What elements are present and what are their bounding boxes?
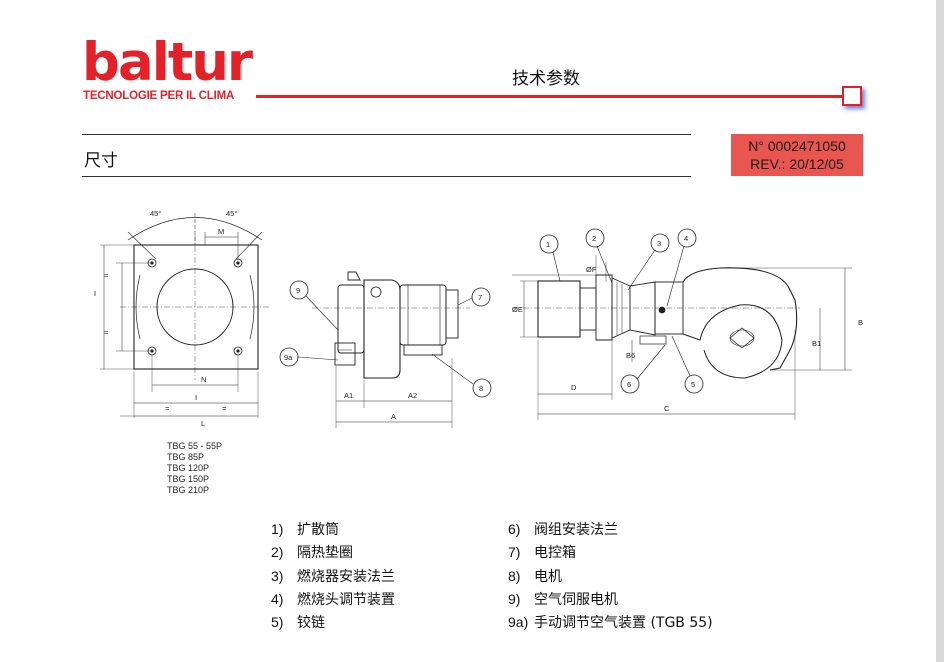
callout-7: 7 (478, 293, 482, 302)
legend-left: 1) 扩散筒 2) 隔热垫圈 3) 燃烧器安装法兰 4) 燃烧头调节装置 5) 铰链 (271, 518, 395, 634)
dim-L: L (201, 419, 205, 428)
legend-item: 2) 隔热垫圈 (271, 541, 395, 564)
legend-text: 隔热垫圈 (297, 545, 353, 562)
legend-item: 7) 电控箱 (508, 541, 713, 564)
dim-angle-right: 45° (226, 209, 237, 218)
model-item: TBG 85P (167, 452, 205, 462)
callout-9: 9 (296, 286, 300, 295)
legend-item: 3) 燃烧器安装法兰 (271, 565, 395, 588)
legend-number: 7) (508, 544, 521, 561)
dim-A2: A2 (408, 391, 417, 400)
legend-text: 电机 (534, 568, 562, 585)
callout-5: 5 (691, 380, 695, 389)
legend-item: 6) 阀组安装法兰 (508, 518, 713, 541)
dimension-drawings: 45° 45° M N I L = = I = = (94, 209, 863, 428)
legend-text: 阀组安装法兰 (534, 522, 618, 538)
dim-angle-left: 45° (150, 209, 161, 218)
legend-number: 4) (271, 590, 284, 607)
legend-number: 3) (271, 567, 284, 584)
section-rule-top (82, 134, 691, 135)
dim-eq-right: = (222, 404, 227, 413)
dim-eq-bottom: = (104, 328, 109, 337)
legend-right: 6) 阀组安装法兰 7) 电控箱 8) 电机 9) 空气伺服电机 9a) 手动调节空气装置… (508, 518, 713, 634)
legend-number: 9) (508, 590, 521, 607)
legend-number: 6) (508, 521, 521, 537)
legend-item: 8) 电机 (508, 565, 713, 588)
logo-tagline: TECNOLOGIE PER IL CLIMA (83, 90, 235, 102)
legend-text: 手动调节空气装置 (TGB 55) (534, 615, 713, 632)
dim-A1: A1 (344, 391, 353, 400)
document-number-box: N° 0002471050 REV.: 20/12/05 (731, 134, 863, 176)
header-red-rule (256, 95, 842, 98)
legend-number: 5) (271, 614, 284, 631)
dim-N: N (201, 375, 206, 384)
front-view-drawing (100, 213, 270, 418)
legend-text: 空气伺服电机 (534, 591, 618, 608)
callout-8: 8 (479, 384, 483, 393)
callout-1: 1 (546, 240, 550, 249)
callout-4: 4 (684, 234, 688, 243)
dim-OF: ØF (586, 265, 597, 274)
dim-OE: ØE (512, 305, 523, 314)
legend-text: 燃烧头调节装置 (297, 591, 395, 608)
callout-6: 6 (627, 380, 631, 389)
legend-number: 9a) (508, 614, 529, 631)
document-revision: REV.: 20/12/05 (750, 156, 844, 172)
dim-eq-top: = (104, 271, 109, 280)
dim-C: C (664, 404, 670, 413)
side-view-drawing (279, 271, 492, 428)
callout-3: 3 (657, 239, 661, 248)
legend-item: 9a) 手动调节空气装置 (TGB 55) (508, 611, 713, 634)
dim-eq-left: = (165, 404, 170, 413)
document-number: N° 0002471050 (748, 138, 846, 154)
callout-9a: 9a (284, 353, 293, 362)
legend-item: 5) 铰链 (271, 611, 395, 634)
legend-text: 铰链 (297, 615, 325, 632)
legend-number: 8) (508, 567, 521, 584)
legend-number: 1) (271, 521, 284, 537)
legend-text: 扩散筒 (297, 522, 339, 538)
legend-item: 9) 空气伺服电机 (508, 588, 713, 611)
page-edge-shadow (936, 0, 944, 662)
dim-B1: B1 (812, 339, 821, 348)
dim-I: I (195, 393, 197, 402)
dim-B6: B6 (626, 351, 635, 360)
model-item: TBG 210P (167, 485, 210, 495)
model-item: TBG 120P (167, 463, 210, 473)
model-item: TBG 55 - 55P (167, 441, 223, 451)
legend-item: 1) 扩散筒 (271, 518, 395, 541)
legend-item: 4) 燃烧头调节装置 (271, 588, 395, 611)
model-list: TBG 55 - 55P TBG 85P TBG 120P TBG 150P T… (167, 441, 222, 496)
model-item: TBG 150P (167, 474, 210, 484)
page-title: 技术参数 (512, 69, 580, 89)
dim-B: B (858, 318, 863, 327)
dim-A: A (391, 412, 396, 421)
legend-number: 2) (271, 544, 284, 561)
callout-2: 2 (592, 234, 596, 243)
plan-view-drawing (512, 228, 852, 420)
dim-D: D (571, 383, 577, 392)
section-title: 尺寸 (84, 151, 118, 171)
legend-text: 电控箱 (534, 545, 576, 562)
dim-M: M (218, 227, 224, 236)
legend-text: 燃烧器安装法兰 (297, 568, 395, 585)
section-rule-bottom (82, 176, 691, 177)
header-square-marker (842, 86, 862, 106)
dim-I-vertical: I (94, 289, 96, 298)
baltur-logo: baltur (82, 32, 253, 93)
